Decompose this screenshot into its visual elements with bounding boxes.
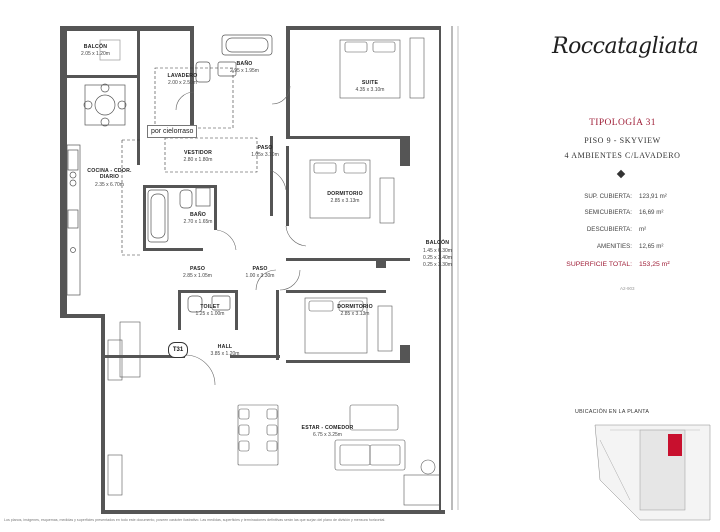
kitchen-fixtures xyxy=(66,39,127,296)
bath-fixtures xyxy=(147,34,273,313)
room-name-balcon-side: BALCÓN xyxy=(425,240,450,246)
door-swings xyxy=(175,85,307,386)
room-name-paso-1: PASO xyxy=(257,145,273,151)
interior-walls xyxy=(67,31,410,363)
tipologia-title: TIPOLOGÍA 31 xyxy=(589,118,656,128)
room-dim-balcon-side-2: 0.25 x 3.40m xyxy=(423,255,452,261)
room-dim-lavadero: 2.00 x 2.50m xyxy=(168,80,197,86)
surface-total-label: SUPERFICIE TOTAL: xyxy=(566,261,632,268)
disclaimer-text: Los planos, imágenes, esquemas, medidas … xyxy=(4,518,386,522)
surface-label: SUP. CUBIERTA: xyxy=(584,193,632,200)
outer-walls xyxy=(60,26,459,514)
surface-value: 12,65 m² xyxy=(639,243,664,250)
surface-label: SEMICUBIERTA: xyxy=(584,209,632,216)
room-dim-balcon-side-3: 0.25 x 3.30m xyxy=(423,262,452,268)
room-name-paso-2: PASO xyxy=(189,266,206,272)
room-name-balcon-top: BALCÓN xyxy=(83,44,108,50)
room-name-cocina: COCINA - CDOR. DIARIO xyxy=(87,168,132,180)
brand-logo: Roccatagliata xyxy=(552,34,699,59)
room-name-dormitorio-2: DORMITORIO xyxy=(337,304,373,310)
room-name-toilet: TOILET xyxy=(200,304,220,310)
location-map xyxy=(594,424,711,521)
room-dim-dormitorio-2: 2.85 x 3.13m xyxy=(340,311,370,317)
room-dim-balcon-side-1: 1.45 x 6.30m xyxy=(423,248,452,254)
rooms-count-label: 4 AMBIENTES C/LAVADERO xyxy=(564,151,681,160)
room-dim-hall: 3.85 x 1.20m xyxy=(210,351,240,357)
room-name-paso-3: PASO xyxy=(252,266,268,272)
surface-total-value: 153,25 m² xyxy=(639,261,670,268)
surface-value: 123,91 m² xyxy=(639,193,667,200)
room-dim-cocina: 2.35 x 6.70m xyxy=(95,182,124,188)
ceiling-note-label: por cielorraso xyxy=(147,125,198,138)
bedroom-furniture xyxy=(304,37,425,354)
living-furniture xyxy=(107,321,441,506)
room-name-bano-2: BAÑO xyxy=(189,212,207,218)
room-name-lavadero: LAVADERO xyxy=(167,73,198,79)
room-name-estar: ESTAR - COMEDOR xyxy=(301,425,354,431)
location-title: UBICACIÓN EN LA PLANTA xyxy=(575,409,650,415)
room-dim-balcon-top: 2.05 x 1.20m xyxy=(81,51,110,57)
room-dim-paso-3: 1.00 x 3.30m xyxy=(245,273,275,279)
room-dim-paso-1: 1.05x 3.10m xyxy=(251,152,279,158)
room-name-dormitorio-1: DORMITORIO xyxy=(327,191,363,197)
room-dim-suite: 4.35 x 3.10m xyxy=(355,87,385,93)
room-name-suite: SUITE xyxy=(361,80,379,86)
room-dim-toilet: 1.25 x 1.00m xyxy=(195,311,225,317)
surface-label: AMENITIES: xyxy=(596,243,632,250)
room-name-vestidor: VESTIDOR xyxy=(183,150,213,156)
floor-label: PISO 9 - SKYVIEW xyxy=(584,136,661,145)
room-name-bano-suite: BAÑO xyxy=(236,61,253,67)
room-dim-estar: 6.75 x 3.25m xyxy=(313,432,342,438)
surface-label: DESCUBIERTA: xyxy=(586,226,632,233)
plan-code: A2-903 xyxy=(620,286,635,291)
room-name-hall: HALL xyxy=(217,344,233,350)
room-dim-bano-suite: 2.95 x 1.95m xyxy=(230,68,259,74)
surface-value: m² xyxy=(639,226,647,233)
surface-value: 16,69 m² xyxy=(639,209,664,216)
room-dim-paso-2: 2.85 x 1.05m xyxy=(183,273,212,279)
room-dim-dormitorio-1: 2.85 x 3.13m xyxy=(330,198,360,204)
room-dim-vestidor: 2.80 x 1.80m xyxy=(183,157,213,163)
room-dim-bano-2: 2.70 x 1.65m xyxy=(183,219,213,225)
unit-tag: T31 xyxy=(168,342,188,358)
